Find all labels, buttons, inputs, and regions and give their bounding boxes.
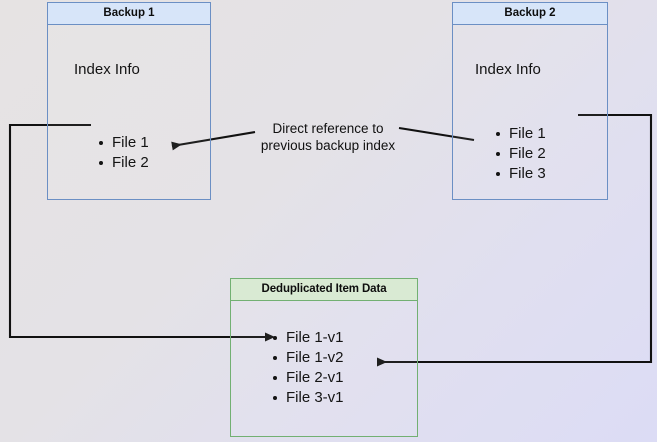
list-item: File 1-v1 [271, 328, 344, 348]
list-item: File 3-v1 [271, 388, 344, 408]
list-item: File 1 [494, 124, 546, 144]
backup-2-index-info-label: Index Info [475, 61, 541, 78]
list-item: File 1 [97, 133, 149, 153]
edge-label-line-2: previous backup index [260, 138, 396, 153]
backup-1-index-info-label: Index Info [74, 61, 140, 78]
list-item: File 2 [494, 144, 546, 164]
backup-1-file-list: File 1 File 2 [97, 133, 149, 173]
list-item: File 3 [494, 164, 546, 184]
node-dedup-body: File 1-v1 File 1-v2 File 2-v1 File 3-v1 [231, 301, 417, 436]
node-dedup-header: Deduplicated Item Data [231, 279, 417, 301]
list-item: File 2 [97, 153, 149, 173]
node-backup-1-header: Backup 1 [48, 3, 210, 25]
node-backup-2-header: Backup 2 [453, 3, 607, 25]
node-backup-1[interactable]: Backup 1 Index Info File 1 File 2 [47, 2, 211, 200]
node-backup-2[interactable]: Backup 2 Index Info File 1 File 2 File 3 [452, 2, 608, 200]
list-item: File 1-v2 [271, 348, 344, 368]
node-backup-2-body: Index Info File 1 File 2 File 3 [453, 25, 607, 199]
edge-label-line-1: Direct reference to [272, 121, 384, 136]
node-deduplicated-item-data[interactable]: Deduplicated Item Data File 1-v1 File 1-… [230, 278, 418, 437]
list-item: File 2-v1 [271, 368, 344, 388]
edge-label-direct-reference: Direct reference to previous backup inde… [252, 120, 404, 154]
backup-2-file-list: File 1 File 2 File 3 [494, 124, 546, 184]
node-backup-1-body: Index Info File 1 File 2 [48, 25, 210, 199]
dedup-file-list: File 1-v1 File 1-v2 File 2-v1 File 3-v1 [271, 328, 344, 408]
